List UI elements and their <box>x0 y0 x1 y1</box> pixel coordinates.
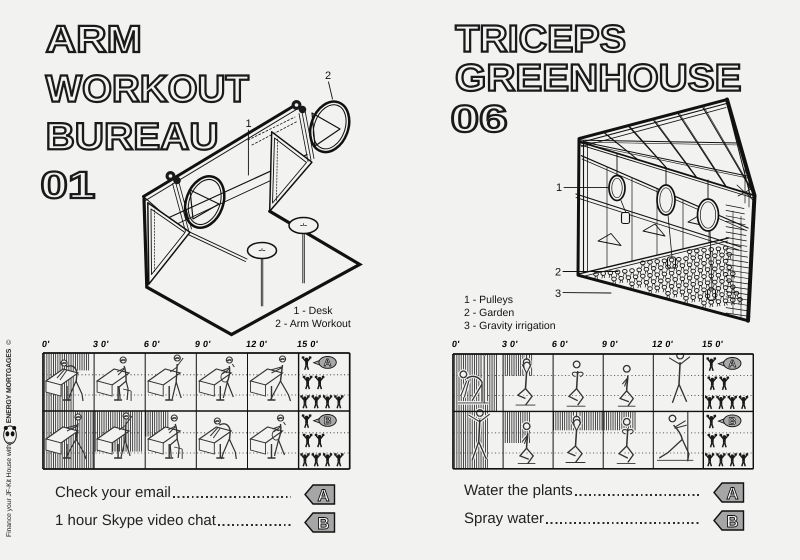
svg-text:BUREAU: BUREAU <box>46 116 219 158</box>
svg-text:A: A <box>323 357 331 369</box>
svg-text:01: 01 <box>40 165 95 207</box>
svg-text:2: 2 <box>555 267 561 279</box>
svg-text:GREENHOUSE: GREENHOUSE <box>455 58 742 100</box>
svg-text:3: 3 <box>555 288 561 300</box>
svg-text:B: B <box>729 415 737 427</box>
svg-text:A: A <box>729 358 737 370</box>
svg-text:WORKOUT: WORKOUT <box>46 69 249 111</box>
svg-text:1: 1 <box>246 118 252 130</box>
svg-text:1: 1 <box>556 182 562 194</box>
svg-text:A: A <box>727 485 739 503</box>
svg-text:06: 06 <box>450 99 507 141</box>
svg-text:TRICEPS: TRICEPS <box>455 19 626 61</box>
svg-text:ARM: ARM <box>46 19 142 61</box>
svg-text:A: A <box>318 487 330 505</box>
svg-text:B: B <box>318 515 330 533</box>
svg-text:B: B <box>323 415 331 427</box>
svg-text:B: B <box>727 513 739 531</box>
svg-text:2: 2 <box>325 70 331 82</box>
